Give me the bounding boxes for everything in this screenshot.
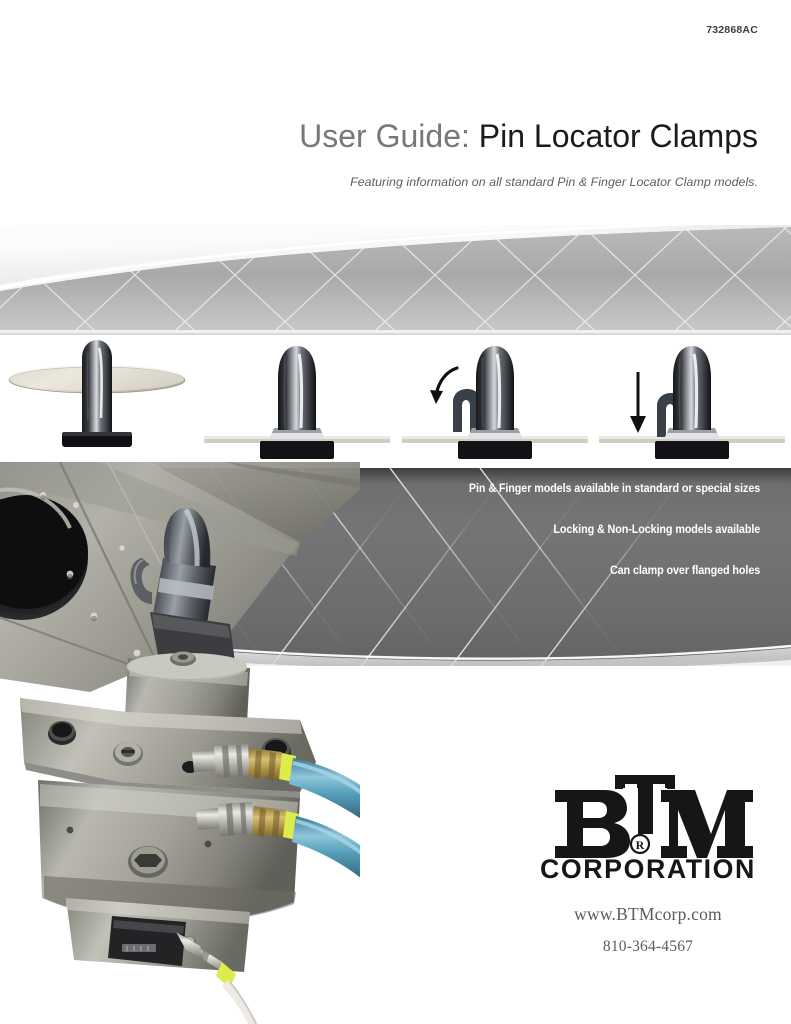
contact-block: www.BTMcorp.com 810-364-4567 <box>538 904 758 956</box>
title-main: Pin Locator Clamps <box>478 118 758 154</box>
title-prefix: User Guide: <box>299 118 470 154</box>
logo-registered-mark: R <box>629 833 651 855</box>
features-bullet-list: Pin & Finger models available in standar… <box>447 482 760 577</box>
document-number: 732868AC <box>706 24 758 36</box>
pin-step-1 <box>0 340 198 468</box>
hex-socket <box>128 846 168 878</box>
btm-logo-mark: R <box>538 772 758 858</box>
page-subtitle: Featuring information on all standard Pi… <box>350 174 758 189</box>
pneumatic-hose-lower <box>196 802 360 878</box>
proximity-switch <box>108 916 186 966</box>
logo-wordmark: CORPORATION <box>540 854 756 884</box>
logo-t-crossbar <box>615 775 675 789</box>
flange-screw <box>113 742 143 766</box>
down-arrow-icon <box>630 372 646 433</box>
brand-logo-block: R CORPORATION www.BTMcorp.com 810-364-45… <box>538 772 758 956</box>
logo-letter-m <box>661 790 753 858</box>
rotate-arrow-icon <box>430 366 459 404</box>
pin-step-3 <box>396 340 594 468</box>
pin-illustration-strip <box>0 340 791 468</box>
pin-step-4 <box>593 340 791 468</box>
sensor-cable <box>176 932 258 1024</box>
feature-bullet-2: Locking & Non-Locking models available <box>553 523 760 536</box>
feature-bullet-3: Can clamp over flanged holes <box>609 564 760 577</box>
locator-finger <box>453 389 481 432</box>
page-title: User Guide: Pin Locator Clamps <box>18 118 758 155</box>
company-website[interactable]: www.BTMcorp.com <box>574 904 722 924</box>
title-block: User Guide: Pin Locator Clamps Featuring… <box>18 118 758 189</box>
pneumatic-hose-upper <box>192 744 360 819</box>
housing-screw <box>170 651 196 666</box>
pin-step-2 <box>198 340 396 468</box>
pin-locator-clamp-photo <box>0 462 360 1024</box>
svg-text:R: R <box>636 838 645 852</box>
logo-letter-b <box>555 790 630 858</box>
top-swoosh-decoration <box>0 225 791 340</box>
feature-bullet-1: Pin & Finger models available in standar… <box>468 482 760 495</box>
company-phone[interactable]: 810-364-4567 <box>602 938 694 955</box>
clamp-locator-pin <box>130 507 216 630</box>
logo-t-stem <box>638 782 653 834</box>
